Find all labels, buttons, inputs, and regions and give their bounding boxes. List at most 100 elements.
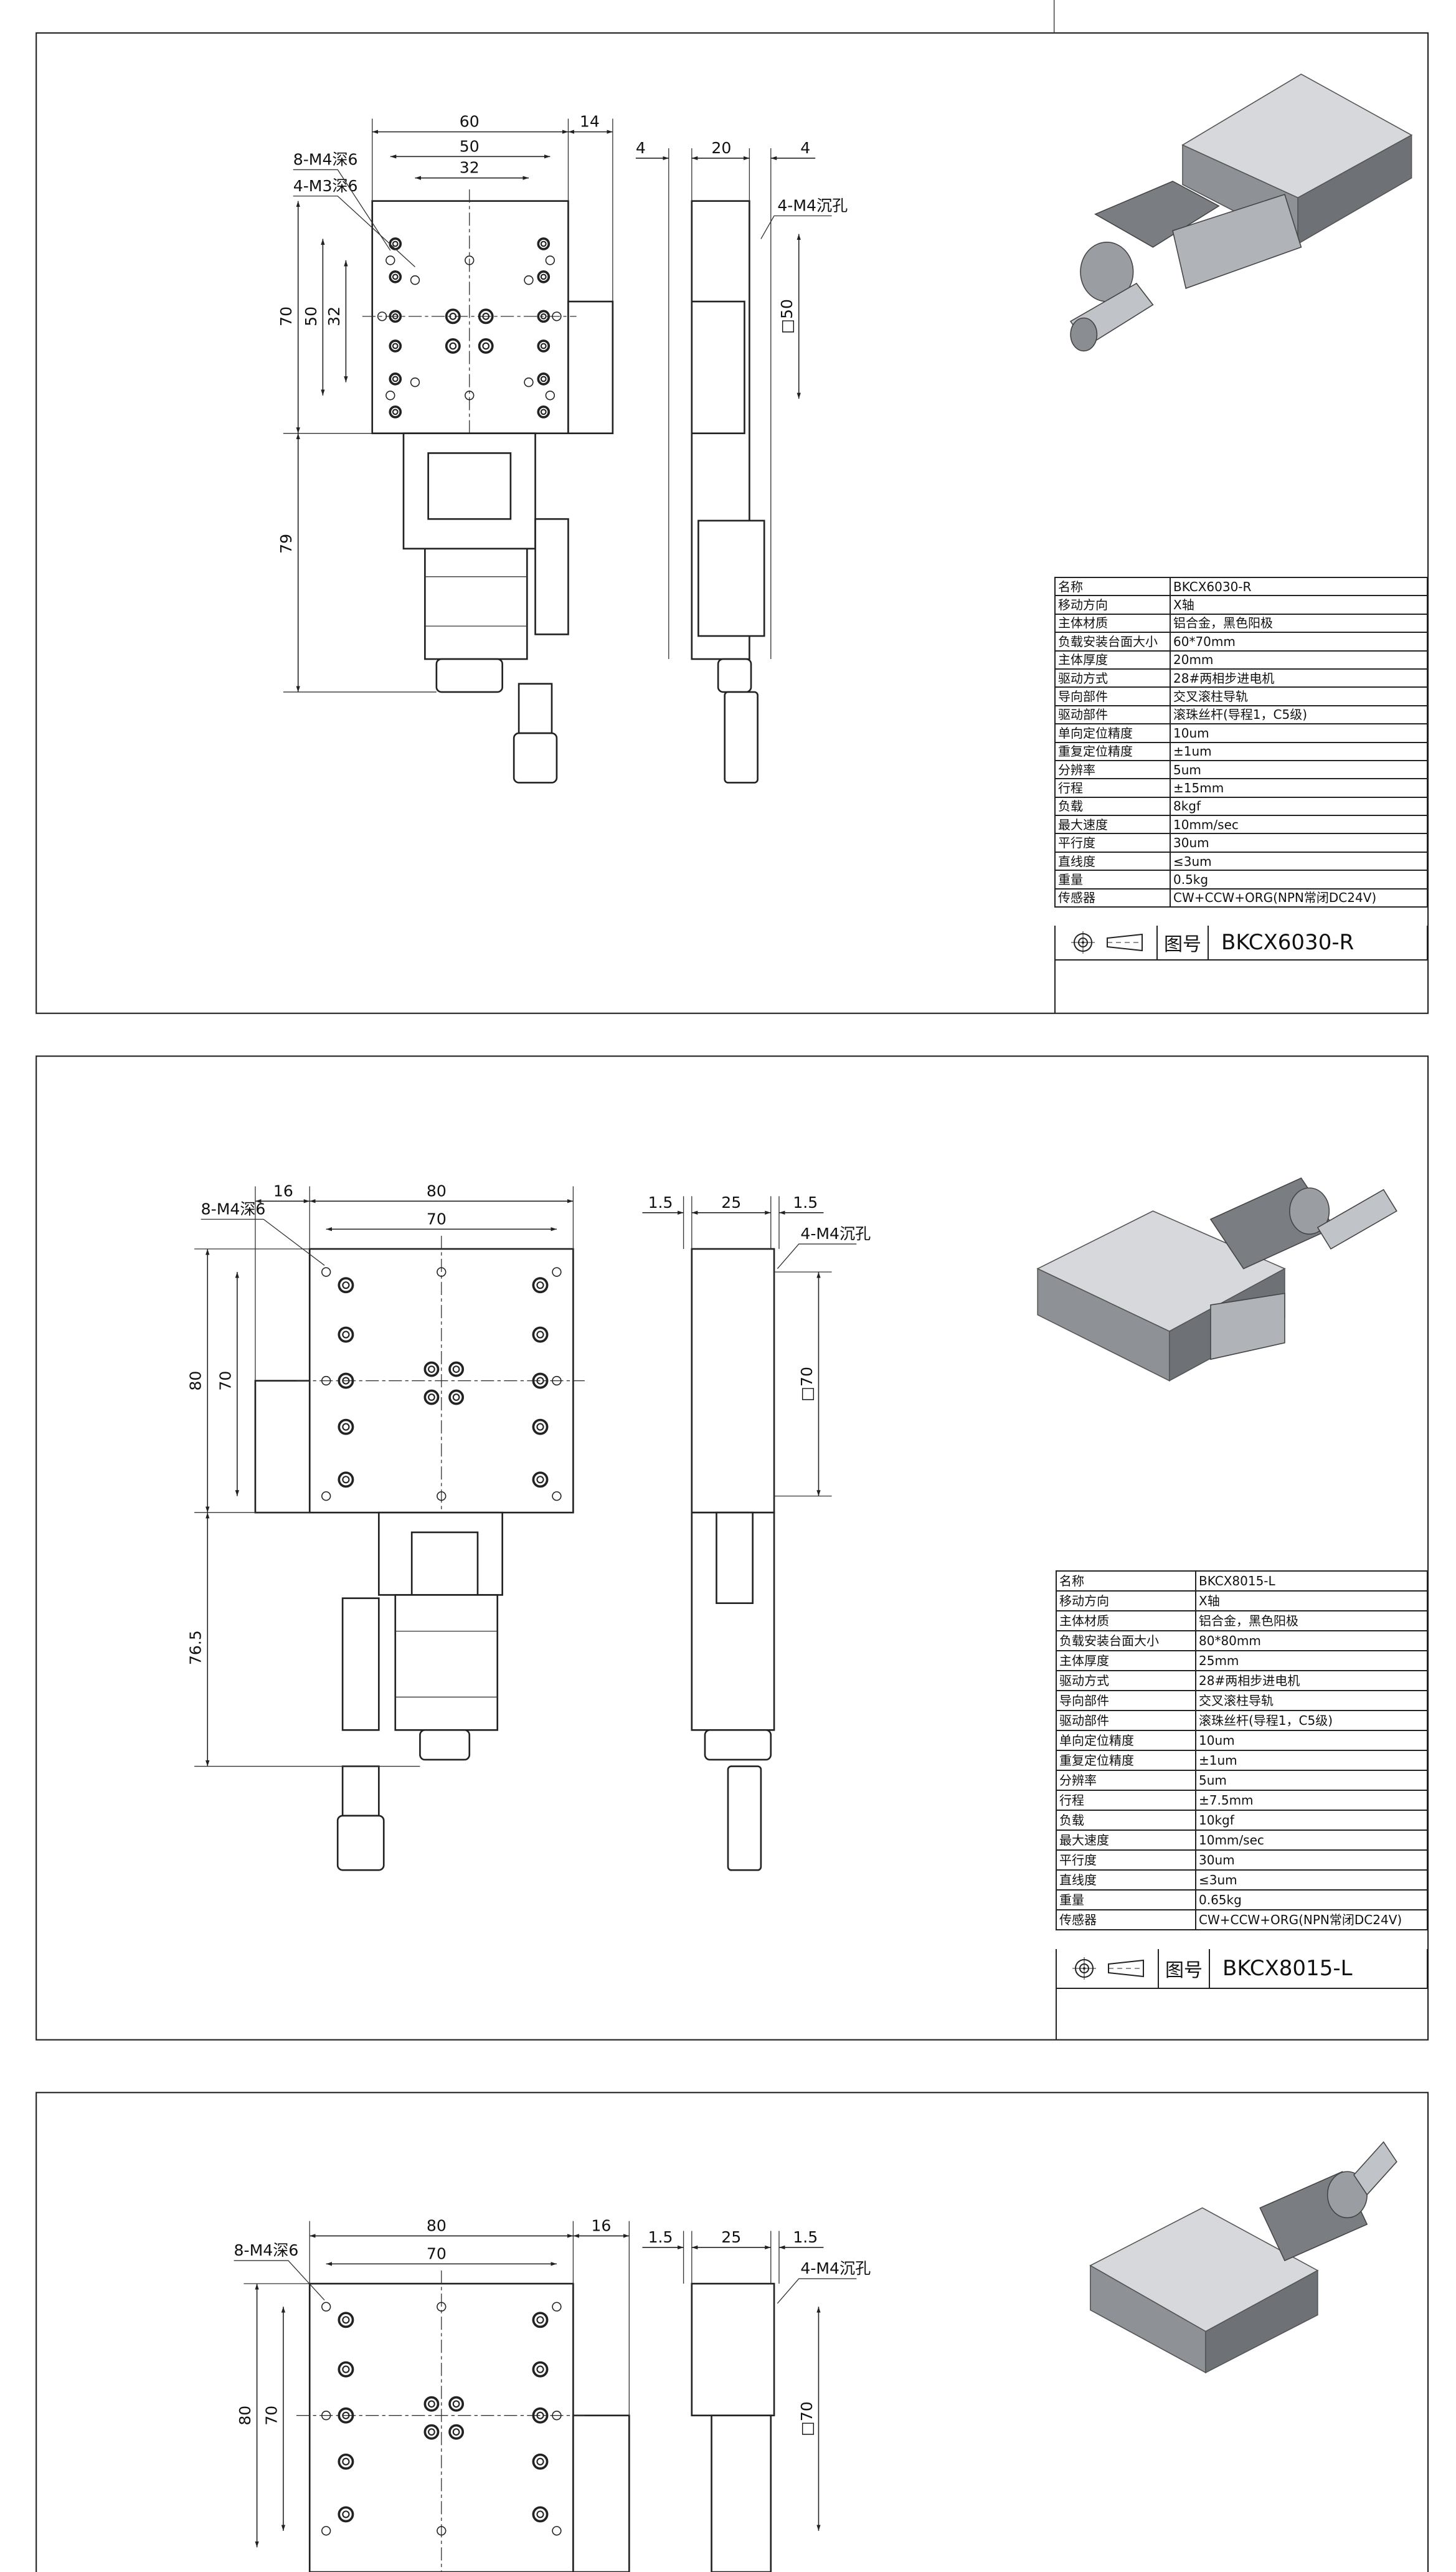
spec-label: 重复定位精度 [1054, 741, 1171, 761]
spec-value: ±1um [1195, 1750, 1428, 1771]
spec-value: 0.5kg [1170, 870, 1428, 890]
spec-label: 最大速度 [1054, 815, 1171, 835]
counterbore-hole [452, 1365, 460, 1373]
threaded-hole [410, 377, 420, 387]
counterbore-hole [537, 310, 551, 323]
spec-row: 主体材质铝合金，黑色阳极 [1054, 613, 1428, 634]
spec-row: 重复定位精度±1um [1054, 741, 1428, 761]
spec-value: 25mm [1195, 1650, 1428, 1671]
counterbore-hole [342, 2411, 350, 2419]
note-4-m3: 4-M3深6 [293, 177, 358, 195]
dim-height-70: 70 [277, 306, 295, 326]
title-block-1: 图号 BKCX6030-R [1054, 926, 1428, 961]
counterbore-hole [537, 339, 551, 353]
spec-row: 主体材质铝合金，黑色阳极 [1056, 1610, 1428, 1631]
counterbore-hole [342, 1281, 350, 1289]
spec-value: 60*70mm [1170, 632, 1428, 652]
spec-label: 重量 [1056, 1889, 1196, 1910]
counterbore-hole [389, 373, 402, 386]
drawing-number-label: 图号 [1159, 1949, 1210, 1988]
counterbore-hole [536, 2457, 544, 2465]
side-view: 4 20 4 □50 4-M4沉孔 [636, 139, 848, 784]
counterbore-hole [338, 1372, 354, 1389]
spec-label: 移动方向 [1056, 1590, 1196, 1611]
counterbore-hole [338, 1326, 354, 1343]
threaded-hole [552, 2526, 562, 2536]
counterbore-hole [532, 1471, 549, 1488]
counterbore-hole [540, 376, 547, 382]
spec-value: 铝合金，黑色阳极 [1170, 613, 1428, 634]
counterbore-hole [449, 342, 457, 350]
spec-value: ≤3um [1170, 851, 1428, 871]
spec-value: X轴 [1170, 595, 1428, 615]
counterbore-hole [532, 2312, 549, 2328]
dim-1-5-right: 1.5 [793, 2228, 818, 2246]
threaded-hole [552, 2302, 562, 2312]
threaded-hole [437, 2526, 447, 2536]
counterbore-hole [428, 2428, 435, 2436]
threaded-hole [552, 1375, 562, 1386]
threaded-hole [321, 2302, 331, 2312]
spec-label: 直线度 [1056, 1869, 1196, 1891]
spec-value: 滚珠丝杆(导程1，C5级) [1195, 1710, 1428, 1731]
dimensions: 80 16 70 80 70 8-M4深6 [234, 2216, 630, 2548]
note-8-m4: 8-M4深6 [201, 1200, 266, 1218]
projection-symbol [1057, 1949, 1159, 1988]
sheet-border [35, 2092, 1429, 2572]
note-8-m4: 8-M4深6 [293, 151, 358, 169]
dim-width-80: 80 [427, 1182, 447, 1200]
threaded-hole [545, 255, 555, 265]
counterbore-hole [448, 1389, 465, 1405]
spec-label: 驱动方式 [1056, 1670, 1196, 1691]
counterbore-hole [536, 1476, 544, 1484]
spec-value: 10um [1170, 723, 1428, 743]
sheet-border [35, 1055, 1429, 2041]
counterbore-hole [389, 310, 402, 323]
counterbore-hole [536, 2365, 544, 2373]
counterbore-hole [540, 240, 547, 247]
spec-label: 驱动方式 [1054, 668, 1171, 688]
counterbore-hole [540, 409, 547, 415]
spec-value: ±7.5mm [1195, 1790, 1428, 1811]
spec-value: 80*80mm [1195, 1630, 1428, 1651]
counterbore-hole [536, 1331, 544, 1339]
spec-value: 10mm/sec [1195, 1829, 1428, 1851]
counterbore-hole [389, 405, 402, 419]
dim-width-70: 70 [427, 1210, 447, 1228]
counterbore-hole [423, 1361, 440, 1377]
cone-projection-icon [1108, 1959, 1144, 1978]
counterbore-hole [338, 2407, 354, 2424]
spec-label: 单向定位精度 [1056, 1730, 1196, 1751]
spec-value: 5um [1170, 759, 1428, 780]
first-angle-projection-icon [1071, 931, 1095, 954]
threaded-hole [437, 1491, 447, 1501]
threaded-hole [552, 2411, 562, 2421]
counterbore-hole [448, 1361, 465, 1377]
counterbore-hole [392, 313, 399, 320]
spec-value: 28#两相步进电机 [1170, 668, 1428, 688]
counterbore-hole [532, 1372, 549, 1389]
title-block-1-divider [1054, 959, 1056, 1013]
top-view [254, 1235, 585, 1871]
counterbore-hole [342, 2316, 350, 2324]
threaded-hole [465, 391, 475, 401]
counterbore-hole [532, 1326, 549, 1343]
top-view [362, 189, 614, 784]
spec-label: 行程 [1056, 1790, 1196, 1811]
counterbore-hole [540, 313, 547, 320]
spec-value: 30um [1170, 833, 1428, 853]
spec-value: 20mm [1170, 650, 1428, 670]
spec-value: 5um [1195, 1770, 1428, 1791]
threaded-hole [410, 275, 420, 285]
counterbore-hole [392, 376, 399, 382]
counterbore-hole [532, 2506, 549, 2523]
spec-label: 负载 [1054, 796, 1171, 817]
spec-value: 30um [1195, 1849, 1428, 1871]
counterbore-hole [392, 409, 399, 415]
